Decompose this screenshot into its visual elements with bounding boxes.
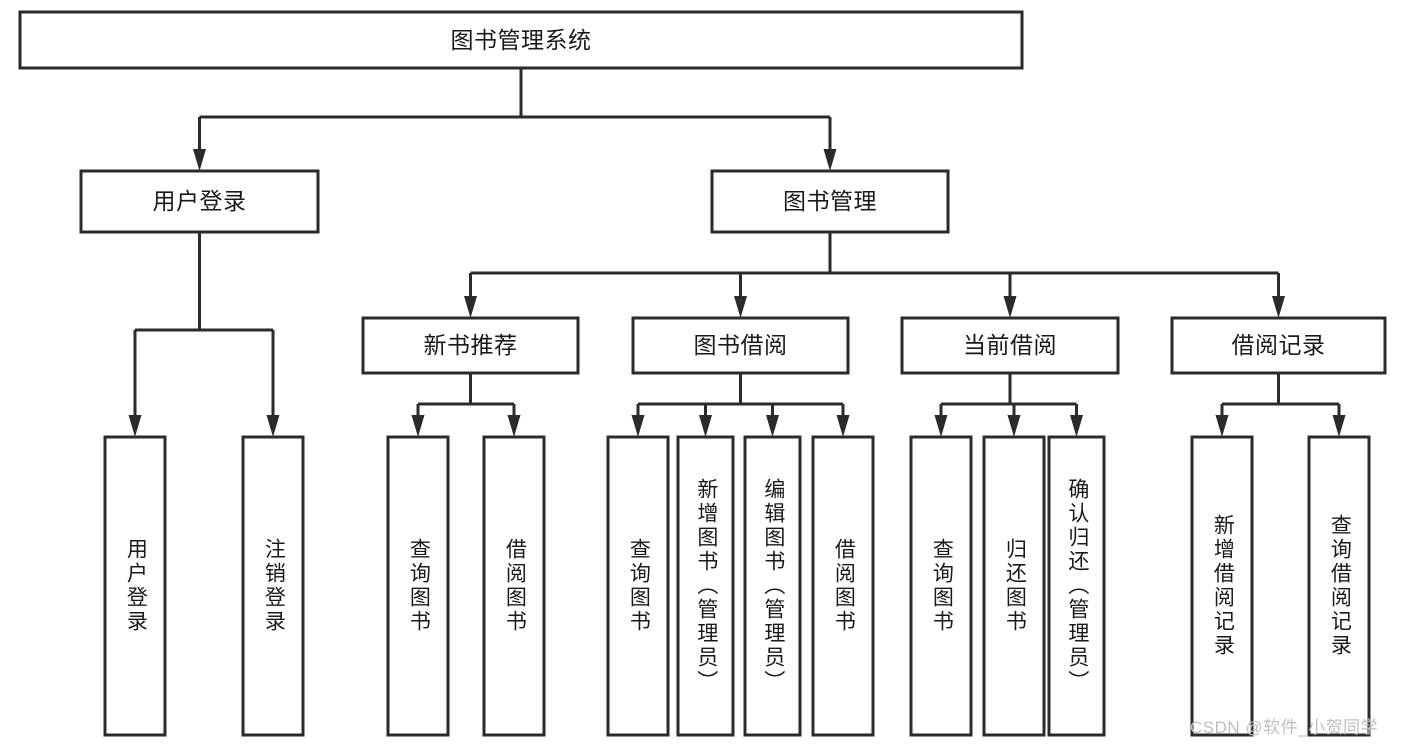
node-box-user-login[interactable] [79,169,320,234]
node-box-leaf-query-book-2[interactable] [606,435,670,737]
arrow-book-borrow-to-leaf-query-book-2 [631,415,645,437]
arrow-new-book-recommend-to-leaf-borrow-book-1 [507,415,521,437]
node-box-leaf-query-book-1[interactable] [386,435,450,737]
node-box-leaf-logout[interactable] [241,435,305,737]
arrow-user-login-to-leaf-logout [266,415,280,437]
arrow-new-book-recommend-to-leaf-query-book-1 [411,415,425,437]
arrow-book-management-to-new-book-recommend [464,296,477,318]
node-box-leaf-return-book[interactable] [982,435,1046,737]
node-box-leaf-query-record[interactable] [1307,435,1371,737]
arrow-book-borrow-to-leaf-add-book [699,415,712,437]
arrow-book-borrow-to-leaf-borrow-book-2 [836,415,850,437]
arrow-current-borrow-to-leaf-return-book [1007,415,1021,437]
arrow-root-to-book-management [823,149,837,171]
arrow-user-login-to-leaf-user-login [128,415,142,437]
arrow-current-borrow-to-leaf-confirm-return [1070,415,1083,437]
arrow-current-borrow-to-leaf-query-book-3 [934,415,948,437]
arrow-book-management-to-book-borrow [734,296,747,318]
node-box-book-management[interactable] [710,169,950,234]
node-box-leaf-borrow-book-2[interactable] [811,435,875,737]
arrow-borrow-record-to-leaf-add-record [1215,415,1229,437]
boxes-layer [18,10,1387,737]
node-box-current-borrow[interactable] [900,316,1120,375]
node-box-leaf-edit-book[interactable] [743,435,802,737]
connectors-layer [128,68,1346,437]
node-box-borrow-record[interactable] [1170,316,1387,375]
node-box-book-borrow[interactable] [631,316,850,375]
arrow-book-management-to-borrow-record [1272,296,1285,318]
node-box-leaf-add-book[interactable] [676,435,735,737]
node-box-leaf-query-book-3[interactable] [909,435,973,737]
node-box-root[interactable] [18,10,1024,70]
node-box-leaf-user-login[interactable] [103,435,167,737]
arrow-book-borrow-to-leaf-edit-book [766,415,779,437]
node-box-leaf-confirm-return[interactable] [1047,435,1106,737]
arrow-book-management-to-current-borrow [1003,296,1017,318]
node-box-new-book-recommend[interactable] [361,316,580,375]
node-box-leaf-borrow-book-1[interactable] [482,435,546,737]
node-box-leaf-add-record[interactable] [1190,435,1254,737]
arrow-borrow-record-to-leaf-query-record [1332,415,1346,437]
arrow-root-to-user-login [193,149,206,171]
